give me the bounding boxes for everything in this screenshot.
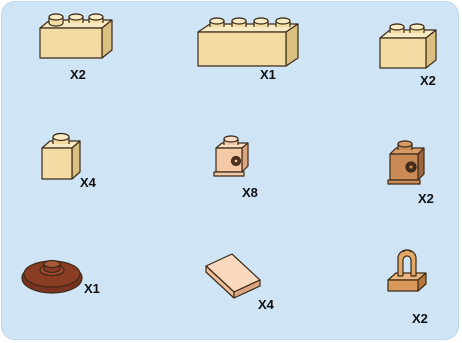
quantity-label: X4 [258, 298, 274, 311]
quantity-label: X2 [412, 312, 428, 325]
quantity-label: X2 [418, 192, 434, 205]
parts-list-panel: X2 X1 [1, 1, 459, 340]
quantity-label: X8 [242, 186, 258, 199]
brick-1x4-icon [194, 8, 302, 68]
tile-1x2-icon [202, 250, 266, 304]
quantity-label: X1 [260, 68, 276, 81]
clip-plate-icon [384, 246, 434, 298]
quantity-label: X2 [70, 68, 86, 81]
quantity-label: X2 [420, 74, 436, 87]
brick-1x1-icon [38, 126, 86, 182]
headlight-brick-dark-icon [384, 136, 432, 186]
brick-1x2-icon [376, 16, 440, 70]
brick-1x3-icon [36, 6, 116, 60]
headlight-brick-icon [210, 132, 256, 178]
quantity-label: X1 [84, 282, 100, 295]
round-dish-icon [18, 248, 84, 298]
quantity-label: X4 [80, 176, 96, 189]
